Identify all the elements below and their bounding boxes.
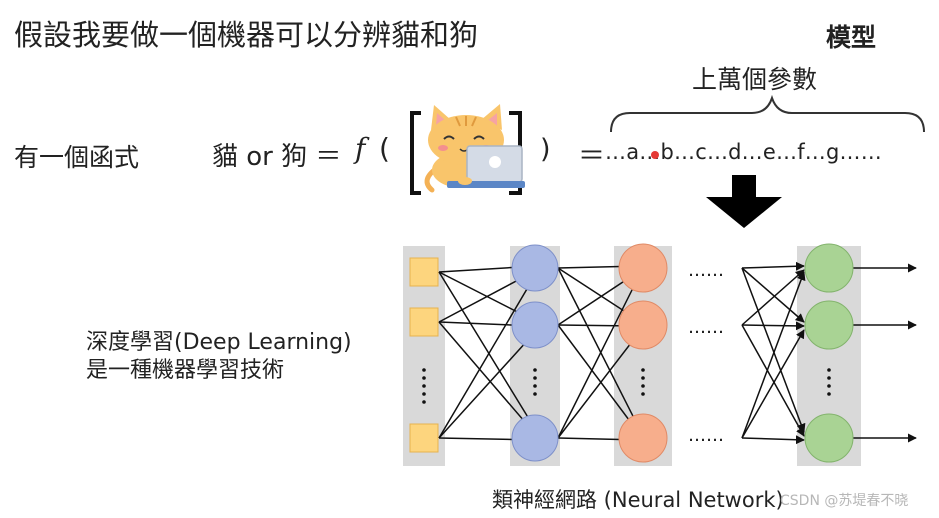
hidden2-node xyxy=(618,413,668,463)
title: 假設我要做一個機器可以分辨貓和狗 xyxy=(14,18,479,52)
curly-brace xyxy=(610,94,925,133)
layer-ellipsis-mid: …… xyxy=(688,317,724,338)
equation-equals: ＝ xyxy=(578,141,605,172)
watermark: CSDN @苏堤春不晓 xyxy=(780,493,909,509)
equation-open-paren: ( xyxy=(379,132,390,165)
model-label: 模型 xyxy=(826,23,877,52)
input-node xyxy=(409,257,439,287)
neural-network: …… …… …… xyxy=(403,243,917,466)
red-dot xyxy=(651,151,659,159)
equation-lhs: 貓 or 狗 ＝ xyxy=(212,142,342,172)
hidden1-node xyxy=(511,414,559,462)
equation-close-paren: ) xyxy=(540,134,551,165)
deep-learning-line1: 深度學習(Deep Learning) xyxy=(86,330,352,355)
parameter-sequence: …a…b…c…d…e…f…g…… xyxy=(605,140,882,164)
input-node xyxy=(409,423,439,453)
equation-f: f xyxy=(355,132,366,165)
input-node xyxy=(409,307,439,337)
output-node xyxy=(804,243,854,293)
params-label: 上萬個參數 xyxy=(692,65,818,94)
connections-3 xyxy=(741,261,806,445)
function-label: 有一個函式 xyxy=(14,143,140,172)
hidden2-node xyxy=(618,300,668,350)
down-arrow-icon xyxy=(706,175,782,228)
hidden2-node xyxy=(618,243,668,293)
output-node xyxy=(804,300,854,350)
layer-ellipsis-top: …… xyxy=(688,260,724,281)
hidden1-node xyxy=(511,244,559,292)
vertical-ellipsis xyxy=(422,368,831,404)
cat-with-laptop-icon xyxy=(410,104,525,195)
hidden1-node xyxy=(511,301,559,349)
network-label: 類神經網路 (Neural Network) xyxy=(492,488,784,512)
output-arrows xyxy=(853,263,917,443)
layer-ellipsis-bottom: …… xyxy=(688,425,724,446)
deep-learning-line2: 是一種機器學習技術 xyxy=(86,358,285,383)
output-node xyxy=(804,413,854,463)
